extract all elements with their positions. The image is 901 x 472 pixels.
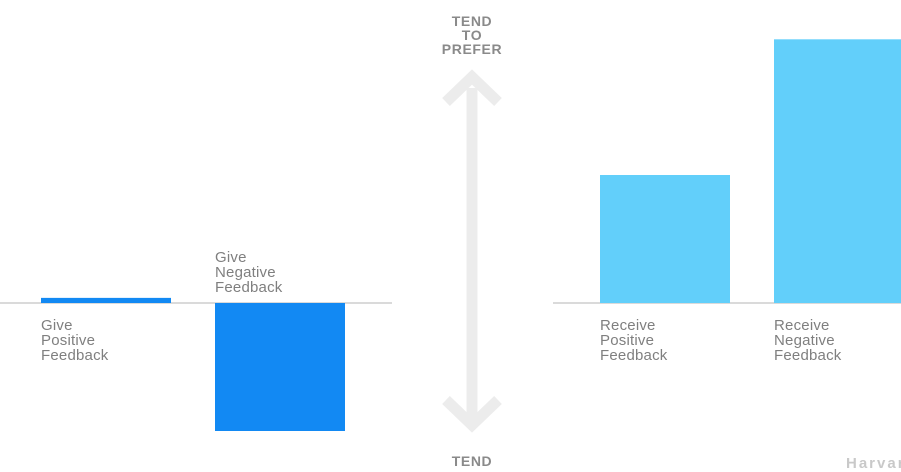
arrow-head-down [442,396,502,433]
category-label-line: Give [215,249,247,266]
bar-give-1 [41,297,171,303]
axis-top-line-1: TEND [451,13,493,29]
category-label-line: Positive [600,332,655,349]
axis-bottom-label: TEND [432,454,512,468]
axis-bottom-line-1: TEND [451,453,493,469]
category-label-line: Feedback [774,347,842,364]
category-label-line: Receive [774,317,830,334]
axis-top-line-2: TO [461,27,483,43]
bar-give-2 [215,303,345,431]
category-label-line: Negative [774,332,835,349]
watermark-text: Harvard [846,455,901,472]
category-label-line: Positive [41,332,96,349]
category-label-line: Negative [215,264,276,281]
category-label-line: Feedback [41,347,109,364]
axis-top-line-3: PREFER [441,41,503,57]
bar-receive-1 [600,175,730,303]
category-label-line: Give [41,317,73,334]
category-label-line: Receive [600,317,656,334]
preference-arrow [442,69,502,433]
bar-receive-2 [774,39,901,303]
category-label-line: Feedback [215,279,283,296]
category-label-line: Feedback [600,347,668,364]
axis-top-label: TEND TO PREFER [432,14,512,56]
arrow-head-up [442,69,502,106]
